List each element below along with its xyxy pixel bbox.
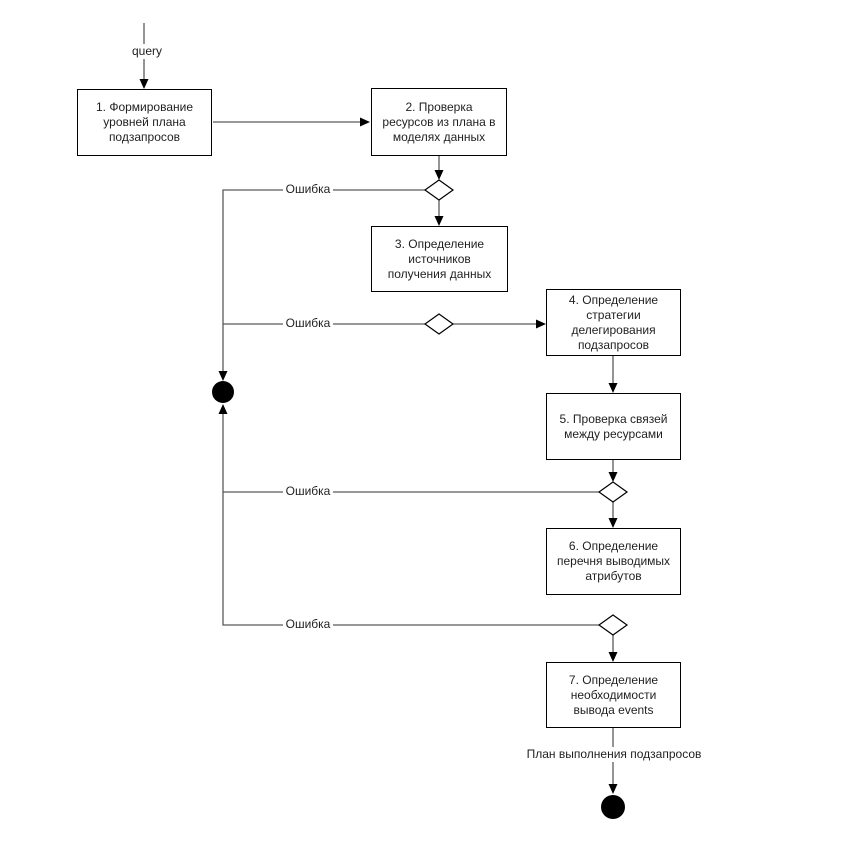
step-2-box: 2. Проверка ресурсов из плана в моделях … (371, 88, 507, 156)
arrowhead-step5-decision3-icon (608, 472, 618, 482)
arrowhead-decision1-step3-icon (434, 216, 444, 226)
arrowhead-error-merge-top-icon (218, 371, 228, 381)
arrowhead-step1-step2-icon (360, 117, 370, 127)
edge-label-query: query (116, 44, 178, 59)
arrowhead-step2-decision1-icon (434, 170, 444, 180)
arrowhead-decision2-step4-icon (536, 319, 546, 329)
final-node (601, 795, 625, 819)
step-1-box: 1. Формирование уровней плана подзапросо… (77, 89, 212, 156)
edge-error1-to-merge (222, 189, 425, 377)
edge-label-error-1: Ошибка (283, 182, 333, 197)
edge-error4-to-merge (222, 408, 599, 626)
error-merge-final-node (212, 381, 234, 403)
decision1-diamond (423, 179, 455, 201)
step-7-box: 7. Определение необходимости вывода even… (546, 662, 681, 728)
arrowhead-decision3-step6-icon (608, 518, 618, 528)
edge-label-error-4: Ошибка (283, 617, 333, 632)
edge-label-error-3: Ошибка (283, 484, 333, 499)
arrowhead-step7-final-icon (608, 784, 618, 794)
arrowhead-step4-step5-icon (608, 383, 618, 393)
edge-label-output-plan: План выполнения подзапросов (523, 747, 705, 762)
step-5-box: 5. Проверка связей между ресурсами (546, 393, 681, 460)
edge-label-error-2: Ошибка (283, 316, 333, 331)
decision2-diamond (423, 313, 455, 335)
arrowhead-error-merge-bottom-icon (218, 404, 228, 414)
decision3-diamond (597, 481, 629, 503)
step-4-box: 4. Определение стратегии делегирования п… (546, 289, 681, 356)
step-6-box: 6. Определение перечня выводимых атрибут… (546, 528, 681, 595)
arrowhead-decision4-step7-icon (608, 652, 618, 662)
decision4-diamond (597, 614, 629, 636)
arrowhead-query-icon (139, 79, 149, 89)
step-3-box: 3. Определение источников получения данн… (371, 226, 508, 292)
